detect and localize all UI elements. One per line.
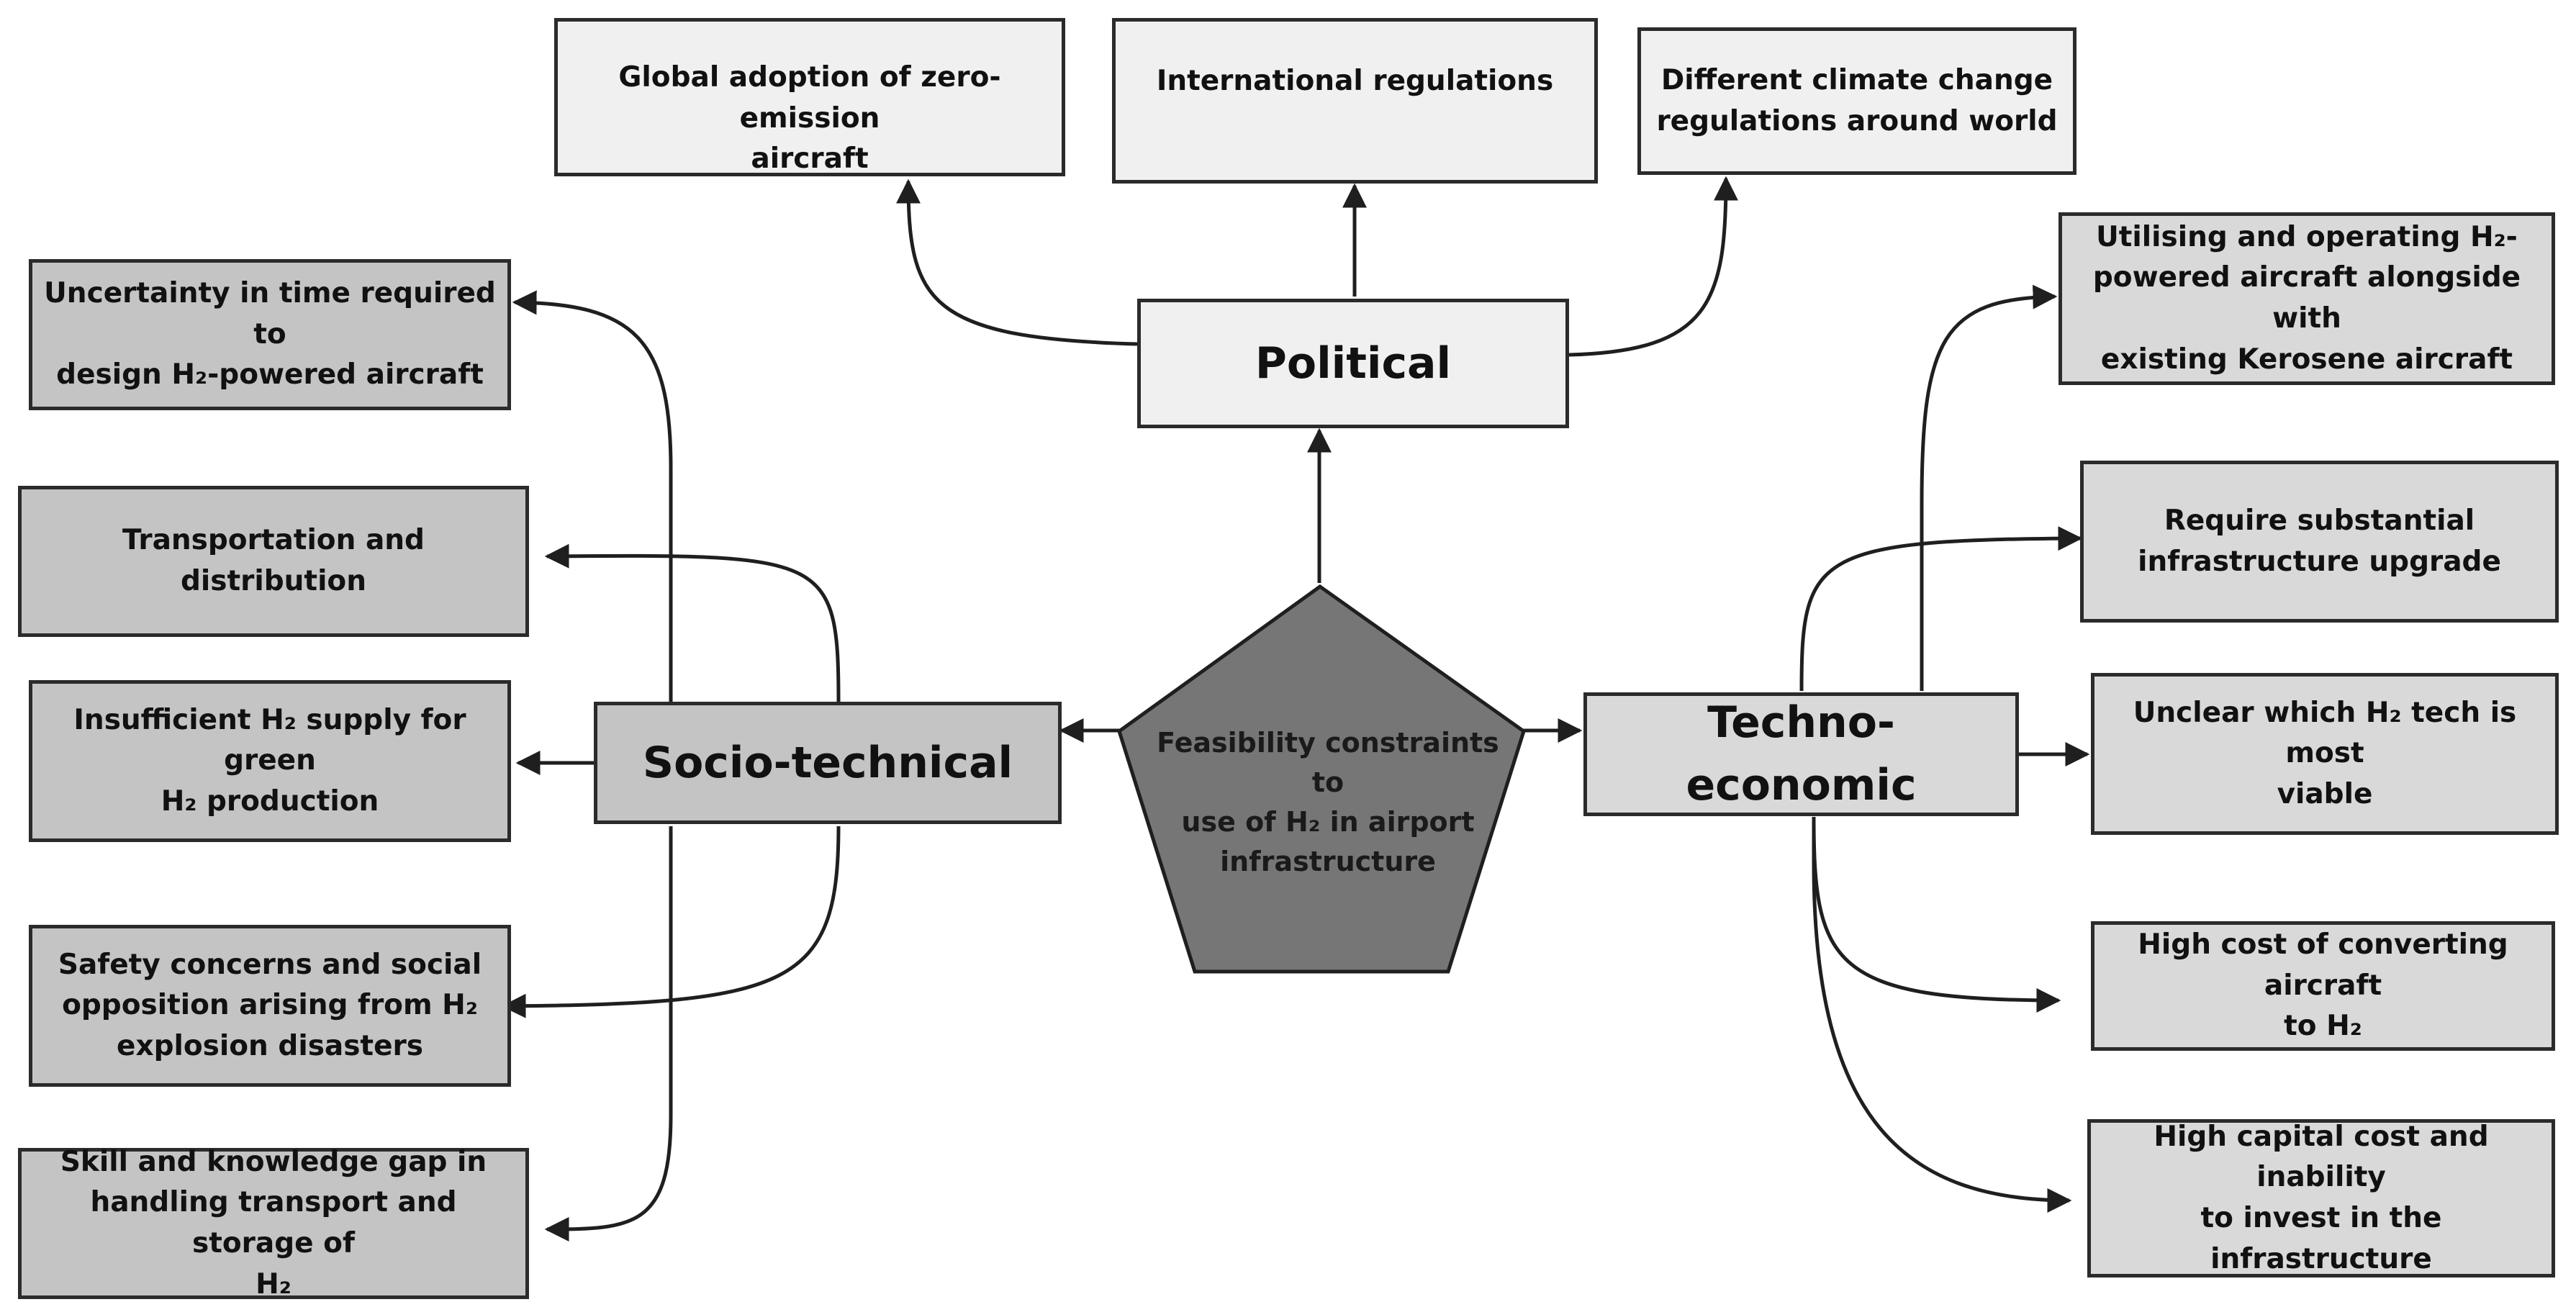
techno-item-unclear-tech: Unclear which H₂ tech is most viable <box>2091 673 2559 835</box>
techno-to-capital-arrow <box>1812 817 2072 1213</box>
political-to-climate-arrow <box>1568 176 1738 357</box>
techno-item-conversion-cost: High cost of converting aircraft to H₂ <box>2091 921 2555 1051</box>
category-socio-technical: Socio-technical <box>594 702 1062 824</box>
category-political: Political <box>1137 299 1569 428</box>
techno-to-cost-arrow <box>1812 816 2061 1013</box>
socio-item-transportation: Transportation and distribution <box>18 486 529 637</box>
socio-to-skill-arrow <box>544 826 673 1242</box>
techno-to-infra-arrow <box>1799 526 2083 692</box>
political-item-global-adoption: Global adoption of zero-emission aircraf… <box>554 18 1065 176</box>
political-to-global-arrow <box>896 178 1138 346</box>
hub-label: Feasibility constraints to use of H₂ in … <box>1157 726 1499 878</box>
socio-to-uncertainty-arrow <box>512 290 673 702</box>
techno-item-capital-cost: High capital cost and inability to inves… <box>2087 1119 2555 1277</box>
socio-to-safety-arrow <box>501 826 841 1018</box>
socio-item-insufficient-supply: Insufficient H₂ supply for green H₂ prod… <box>29 680 511 842</box>
political-item-climate-regulations: Different climate change regulations aro… <box>1637 27 2076 175</box>
techno-item-infrastructure-upgrade: Require substantial infrastructure upgra… <box>2080 461 2559 623</box>
socio-to-transport-arrow <box>544 543 841 702</box>
category-techno-economic: Techno-economic <box>1583 692 2019 816</box>
techno-to-utilising-arrow <box>1920 284 2058 691</box>
political-item-international-regulations: International regulations <box>1112 18 1598 184</box>
socio-item-skill-gap: Skill and knowledge gap in handling tran… <box>18 1146 529 1301</box>
techno-item-utilising: Utilising and operating H₂- powered airc… <box>2058 212 2555 385</box>
hub-pentagon <box>1117 584 1526 974</box>
socio-item-uncertainty: Uncertainty in time required to design H… <box>29 259 511 410</box>
socio-item-safety: Safety concerns and social opposition ar… <box>29 925 511 1087</box>
